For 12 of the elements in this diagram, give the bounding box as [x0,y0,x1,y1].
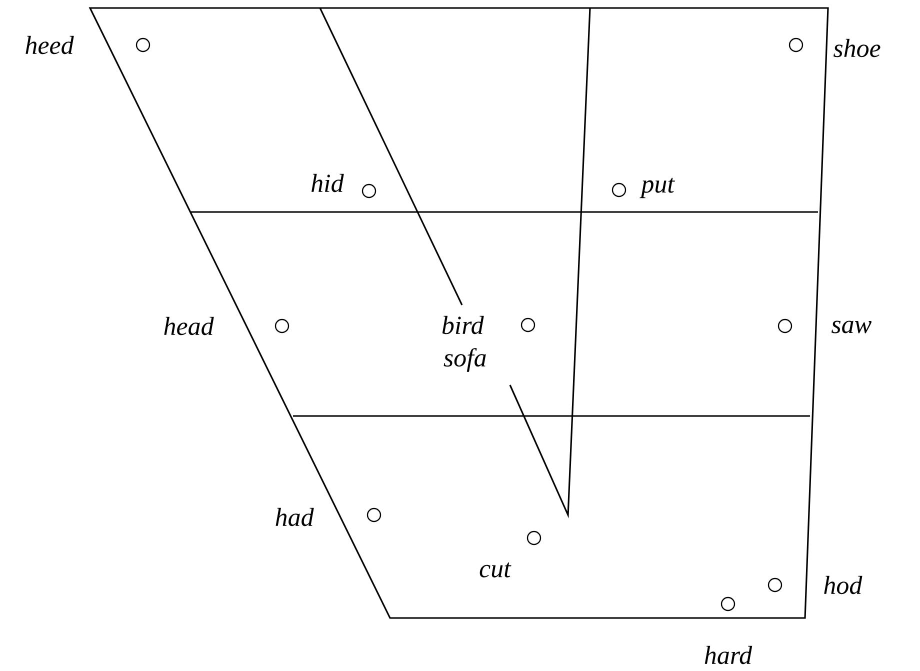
vowel-label: heed [26,36,74,54]
vowel-label: sofa [444,348,486,372]
vowel-label: cut [480,562,512,578]
vowel-label: bird [442,316,484,334]
vowel-label: had [276,508,314,526]
vowel-label: hid [312,174,344,192]
vowel-label: saw [832,320,872,334]
vowel-label: hard [704,646,752,664]
vowel-label: head [164,316,214,336]
vowel-label: shoe [834,38,880,58]
vowel-label: hod [824,576,862,594]
vowel-label: put [640,178,675,198]
